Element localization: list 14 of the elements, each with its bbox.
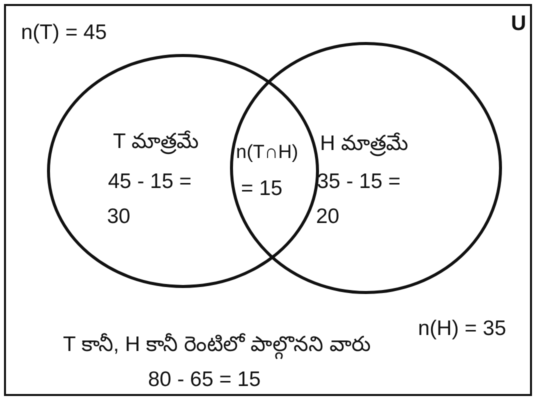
value-text: = 15 bbox=[241, 177, 282, 200]
set-label: U bbox=[511, 12, 526, 36]
region-label: T మాత్రమే bbox=[113, 130, 198, 154]
intersection-label: n(T∩H) bbox=[236, 143, 298, 164]
region-label: H మాత్రమే bbox=[320, 132, 408, 156]
universal-set-box bbox=[4, 4, 532, 396]
value-text: 20 bbox=[316, 205, 340, 228]
equation-text: 80 - 65 = 15 bbox=[148, 368, 261, 392]
note-text: T కానీ, H కానీ రెంటిలో పాల్గొనని వారు bbox=[63, 333, 370, 356]
equation-text: 35 - 15 = bbox=[317, 170, 400, 194]
equation-text: 45 - 15 = bbox=[108, 170, 192, 194]
cardinality-label: n(T) = 45 bbox=[21, 21, 107, 44]
value-text: 30 bbox=[107, 205, 130, 228]
cardinality-label: n(H) = 35 bbox=[418, 317, 506, 340]
